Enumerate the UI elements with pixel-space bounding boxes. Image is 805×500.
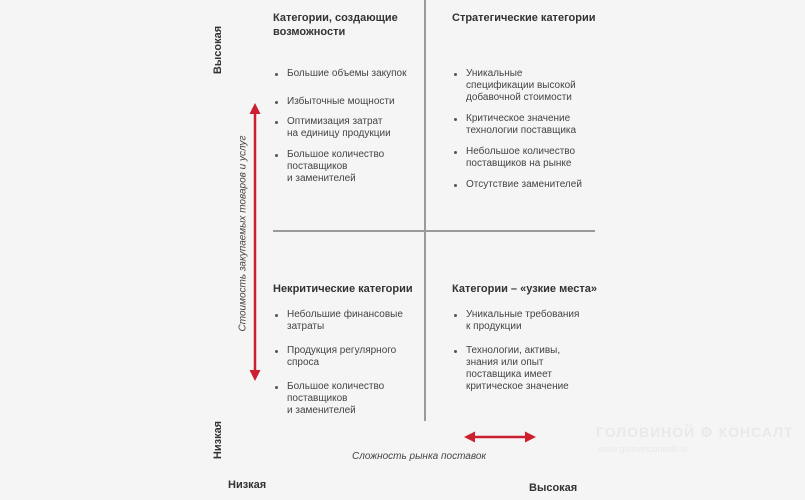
- quadrant-title: Категории – «узкие места»: [452, 283, 597, 295]
- y-axis-low-wrap: Низкая: [188, 421, 248, 459]
- x-axis-low-label: Низкая: [228, 479, 267, 491]
- list-item: Большие объемы закупок: [273, 68, 421, 80]
- list-item: Технологии, активы, знания или опыт пост…: [452, 345, 602, 393]
- quadrant-title: Некритические категории: [273, 283, 413, 295]
- list-item: Небольшое количество поставщиков на рынк…: [452, 146, 602, 170]
- quadrant-title: Стратегические категории: [452, 12, 596, 24]
- quadrant-bottom-right: Категории – «узкие места» Уникальные тре…: [452, 282, 602, 402]
- quadrant-list: Небольшие финансовые затраты Продукция р…: [273, 309, 421, 417]
- vertical-divider: [424, 0, 426, 421]
- list-item: Небольшие финансовые затраты: [273, 309, 421, 333]
- quadrant-list: Большие объемы закупок Избыточные мощнос…: [273, 68, 421, 185]
- list-item: Уникальные спецификации высокой добавочн…: [452, 68, 602, 104]
- watermark-logo: ГОЛОВИНОЙ ⚙ КОНСАЛТ: [596, 424, 794, 440]
- y-axis-low-label: Низкая: [212, 420, 224, 460]
- horizontal-arrow-icon: [464, 431, 536, 443]
- vertical-arrow-icon: [249, 103, 261, 381]
- quadrant-list: Уникальные спецификации высокой добавочн…: [452, 68, 602, 191]
- y-axis-title: Стоимость закупаемых товаров и услуг: [237, 135, 249, 331]
- x-axis-title: Сложность рынка поставок: [352, 451, 487, 462]
- quadrant-list: Уникальные требования к продукции Технол…: [452, 309, 602, 393]
- quadrant-top-right: Стратегические категории Уникальные спец…: [452, 11, 602, 200]
- x-axis-high-label: Высокая: [529, 482, 578, 494]
- y-axis-high-label: Высокая: [212, 25, 224, 75]
- list-item: Критическое значение технологии поставщи…: [452, 113, 602, 137]
- list-item: Уникальные требования к продукции: [452, 309, 602, 333]
- list-item: Оптимизация затрат на единицу продукции: [273, 116, 421, 140]
- list-item: Отсутствие заменителей: [452, 179, 602, 191]
- quadrant-title: Категории, создающие возможности: [273, 12, 398, 38]
- quadrant-top-left: Категории, создающие возможности Большие…: [273, 11, 421, 194]
- horizontal-divider: [273, 230, 595, 232]
- y-axis-high-wrap: Высокая: [188, 26, 248, 74]
- list-item: Продукция регулярного спроса: [273, 345, 421, 369]
- list-item: Большое количество поставщиков и заменит…: [273, 149, 421, 185]
- watermark-url: www.golovinconsult.ru: [598, 444, 688, 454]
- list-item: Большое количество поставщиков и заменит…: [273, 381, 421, 417]
- y-axis-title-wrap: Стоимость закупаемых товаров и услуг: [143, 135, 343, 331]
- list-item: Избыточные мощности: [273, 96, 421, 108]
- quadrant-bottom-left: Некритические категории Небольшие финанс…: [273, 282, 421, 426]
